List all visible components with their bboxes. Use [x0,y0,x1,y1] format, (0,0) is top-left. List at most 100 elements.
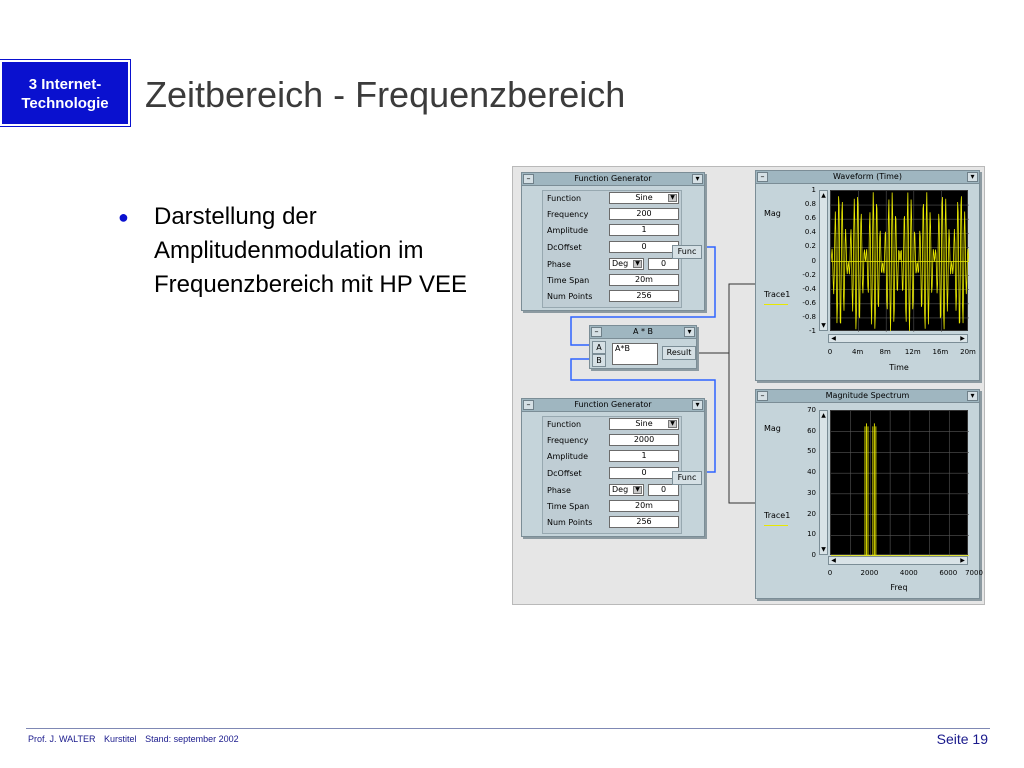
fg-label: DcOffset [547,243,582,252]
vee-screenshot: – Function Generator ▾ Function Sine ▼ F… [512,166,985,605]
formula-field[interactable]: A*B [612,343,658,365]
function-value: Sine [635,419,653,428]
fg-label: Num Points [547,518,593,527]
panel-titlebar[interactable]: – Function Generator ▾ [522,173,704,186]
input-pin-b[interactable]: B [592,354,606,367]
panel-menu-icon[interactable]: ▾ [692,174,703,184]
wire-layer [570,246,755,504]
x-tick-label: 16m [932,348,949,356]
panel-menu-icon[interactable]: ▾ [967,391,978,401]
timespan-field[interactable]: 20m [609,500,679,512]
bullet-list: ● Darstellung der Amplitudenmodulation i… [118,200,498,302]
function-generator-2[interactable]: – Function Generator ▾ Function Sine ▼ F… [521,398,705,537]
dropdown-arrow-icon[interactable]: ▼ [668,194,677,202]
scroll-up-icon[interactable]: ▲ [821,412,826,419]
y-scrollbar[interactable]: ▲ ▼ [819,410,828,555]
wire-gen2-to-b [570,358,716,473]
wire-result-to-waveform [697,283,755,354]
panel-menu-icon[interactable]: ▾ [684,327,695,337]
dropdown-arrow-icon[interactable]: ▼ [633,260,642,268]
fg-label: Frequency [547,210,589,219]
dcoffset-field[interactable]: 0 [609,467,679,479]
waveform-trace [830,192,970,332]
chapter-badge-line1: 3 Internet- [28,76,102,93]
y-tick-label: -0.8 [802,312,816,321]
phase-unit-select[interactable]: Deg ▼ [609,484,644,496]
numpoints-field[interactable]: 256 [609,516,679,528]
spectrum-plot [831,411,969,556]
function-value: Sine [635,193,653,202]
dropdown-arrow-icon[interactable]: ▼ [668,420,677,428]
multiplier-object[interactable]: – A * B ▾ A B A*B Result [589,325,697,369]
waveform-plot-area[interactable] [830,190,970,332]
amplitude-field[interactable]: 1 [609,450,679,462]
y-scrollbar[interactable]: ▲ ▼ [819,190,828,331]
y-tick-label: -0.4 [802,284,816,293]
dropdown-arrow-icon[interactable]: ▼ [633,486,642,494]
amplitude-field[interactable]: 1 [609,224,679,236]
function-select[interactable]: Sine ▼ [609,418,679,430]
panel-title: Function Generator [574,400,652,409]
minimize-icon[interactable]: – [591,327,602,337]
phase-unit-select[interactable]: Deg ▼ [609,258,644,270]
fg-label: Function [547,194,582,203]
scroll-up-icon[interactable]: ▲ [821,192,826,199]
footer-date: Stand: september 2002 [145,734,239,744]
y-tick-label: -0.6 [802,298,816,307]
panel-titlebar[interactable]: – Magnitude Spectrum ▾ [756,390,979,403]
fg-label: Amplitude [547,452,588,461]
scroll-left-icon[interactable]: ◀ [831,335,836,342]
scroll-left-icon[interactable]: ◀ [831,557,836,564]
scroll-down-icon[interactable]: ▼ [821,322,826,329]
input-pin-a[interactable]: A [592,341,606,354]
x-tick-label: 6000 [939,569,958,577]
function-select[interactable]: Sine ▼ [609,192,679,204]
phase-field[interactable]: 0 [648,484,679,496]
minimize-icon[interactable]: – [523,400,534,410]
chapter-badge-line2: Technologie [21,95,109,112]
minimize-icon[interactable]: – [523,174,534,184]
panel-titlebar[interactable]: – Function Generator ▾ [522,399,704,412]
minimize-icon[interactable]: – [757,172,768,182]
footer-info: Prof. J. WALTER Kurstitel Stand: septemb… [28,734,245,744]
y-tick-label: 70 [807,406,816,414]
result-output-pin[interactable]: Result [662,346,696,360]
trace-legend-line [764,525,788,526]
func-output-pin[interactable]: Func [672,471,702,485]
x-scrollbar[interactable]: ◀ ▶ [828,556,968,565]
footer-divider [26,728,990,729]
frequency-field[interactable]: 200 [609,208,679,220]
scroll-right-icon[interactable]: ▶ [960,335,965,342]
y-axis-label: Mag [764,424,781,433]
trace-label: Trace1 [764,290,791,299]
phase-unit: Deg [612,259,629,268]
func-output-pin[interactable]: Func [672,245,702,259]
y-tick-label: 30 [807,488,816,497]
panel-menu-icon[interactable]: ▾ [692,400,703,410]
y-tick-label: 40 [807,468,816,477]
scroll-down-icon[interactable]: ▼ [821,546,826,553]
panel-title: Function Generator [574,174,652,183]
minimize-icon[interactable]: – [757,391,768,401]
timespan-field[interactable]: 20m [609,274,679,286]
panel-titlebar[interactable]: – Waveform (Time) ▾ [756,171,979,184]
y-tick-label: -0.2 [802,270,816,279]
y-tick-label: 1 [811,186,816,194]
panel-titlebar[interactable]: – A * B ▾ [590,326,696,339]
spectrum-plot-area[interactable] [830,410,969,556]
phase-field[interactable]: 0 [648,258,679,270]
function-generator-1[interactable]: – Function Generator ▾ Function Sine ▼ F… [521,172,705,311]
dcoffset-field[interactable]: 0 [609,241,679,253]
panel-menu-icon[interactable]: ▾ [967,172,978,182]
footer-author: Prof. J. WALTER [28,734,96,744]
numpoints-field[interactable]: 256 [609,290,679,302]
x-tick-label: 7000 [965,569,983,577]
fg-label: Num Points [547,292,593,301]
fg-label: Phase [547,260,571,269]
x-scrollbar[interactable]: ◀ ▶ [828,334,968,343]
fg-label: DcOffset [547,469,582,478]
frequency-field[interactable]: 2000 [609,434,679,446]
scroll-right-icon[interactable]: ▶ [960,557,965,564]
